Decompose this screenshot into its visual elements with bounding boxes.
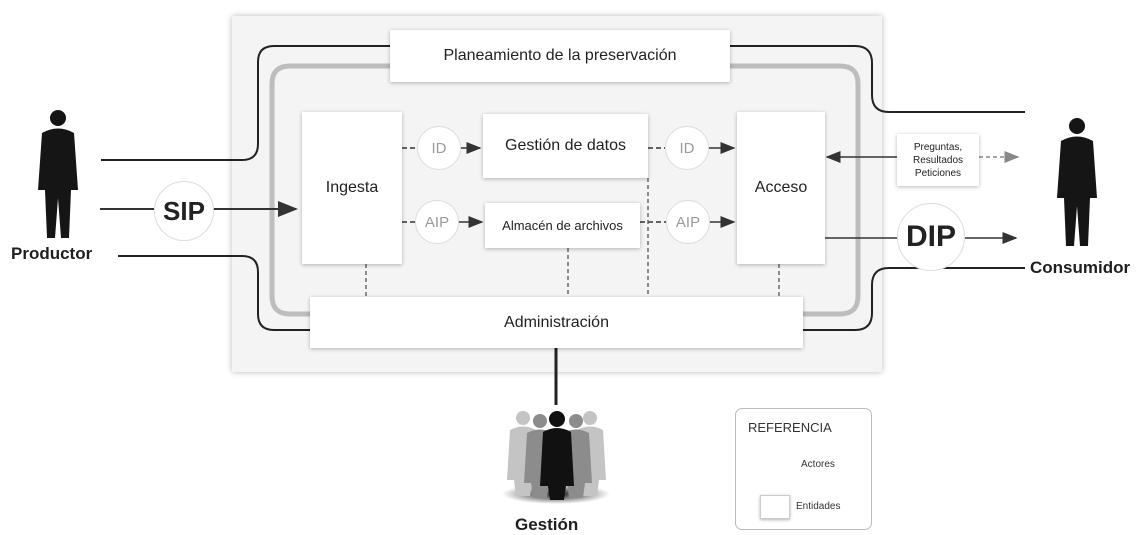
id-circle-in: ID (417, 126, 461, 170)
legend-entities-label: Entidades (796, 501, 841, 512)
queries-box: Preguntas, Resultados Peticiones (897, 134, 979, 186)
consumer-line-top (730, 45, 1025, 113)
legend-title: REFERENCIA (748, 420, 832, 435)
queries-line-1: Preguntas, (913, 141, 963, 153)
data-management-box: Gestión de datos (483, 114, 648, 178)
legend-box: REFERENCIA Actores Entidades (735, 408, 872, 530)
queries-line-3: Peticiones (914, 167, 962, 179)
aip-circle-in: AIP (415, 200, 459, 244)
producer-line-bottom (118, 255, 310, 331)
sip-circle: SIP (154, 181, 214, 241)
id-circle-out: ID (665, 126, 709, 170)
consumer-person-icon (1057, 118, 1097, 246)
grey-loop (269, 63, 861, 317)
producer-line-top (101, 45, 390, 161)
access-box: Acceso (737, 112, 825, 264)
ingest-box: Ingesta (302, 112, 402, 264)
legend-entity-swatch (760, 495, 790, 519)
producer-person-icon (38, 110, 78, 238)
management-label: Gestión (515, 515, 579, 534)
archival-storage-box: Almacén de archivos (485, 203, 640, 248)
producer-label: Productor (11, 244, 93, 263)
legend-actors-label: Actores (801, 459, 835, 470)
preservation-planning-box: Planeamiento de la preservación (390, 30, 730, 82)
consumer-label: Consumidor (1030, 258, 1131, 277)
aip-circle-out: AIP (666, 200, 710, 244)
queries-line-2: Resultados (912, 154, 964, 166)
management-group-icon (502, 411, 610, 504)
administration-box: Administración (310, 297, 803, 348)
dip-circle: DIP (897, 203, 965, 271)
consumer-line-bottom (803, 267, 1025, 331)
